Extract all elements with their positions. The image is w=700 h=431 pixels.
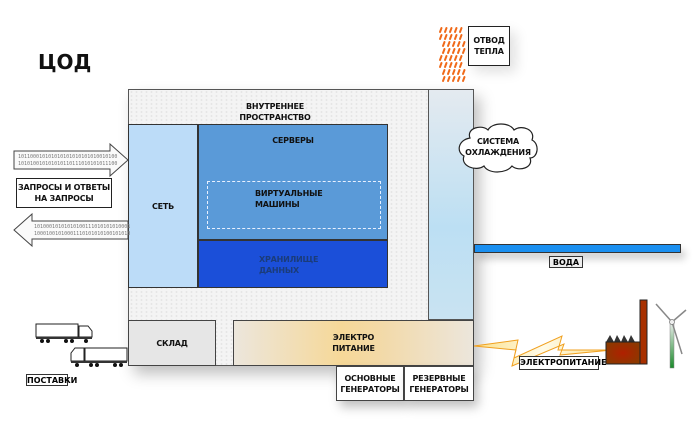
heat-dash: [457, 48, 461, 54]
cooling-cloud-icon: [458, 123, 538, 173]
heat-dash: [449, 62, 453, 68]
heat-dash: [447, 48, 451, 54]
main-generators-line1: ОСНОВНЫЕ: [344, 373, 396, 383]
main-generators-line2: ГЕНЕРАТОРЫ: [340, 384, 400, 394]
heat-dash: [444, 62, 448, 68]
heat-dash: [447, 41, 451, 47]
network-block[interactable]: СЕТЬ: [128, 124, 198, 288]
inner-space-line1: ВНУТРЕННЕЕ: [245, 102, 305, 111]
binary-out-row2: 100010010100011101010101001010100: [34, 231, 130, 237]
heat-dash: [442, 69, 446, 75]
power-plant-icon: [605, 299, 648, 365]
heat-dash: [444, 34, 448, 40]
heat-dash: [454, 34, 458, 40]
wind-turbine-icon: [655, 303, 687, 369]
backup-generators-block[interactable]: РЕЗЕРВНЫЕ ГЕНЕРАТОРЫ: [404, 366, 474, 401]
power-block[interactable]: ЭЛЕКТРО ПИТАНИЕ: [233, 320, 474, 366]
backup-generators-line1: РЕЗЕРВНЫЕ: [412, 373, 466, 383]
cooling-line1: СИСТЕМА: [476, 137, 520, 146]
vm-line2: МАШИНЫ: [255, 200, 300, 209]
heat-dash: [457, 76, 461, 82]
heat-dash: [452, 69, 456, 75]
main-generators-block[interactable]: ОСНОВНЫЕ ГЕНЕРАТОРЫ: [336, 366, 404, 401]
cooling-column: [428, 89, 474, 320]
requests-line2: НА ЗАПРОСЫ: [34, 194, 94, 203]
heat-dash: [454, 62, 458, 68]
servers-label: СЕРВЕРЫ: [272, 136, 314, 145]
servers-block[interactable]: СЕРВЕРЫ: [198, 124, 388, 240]
warehouse-label: СКЛАД: [156, 338, 188, 348]
heat-dash: [452, 48, 456, 54]
heat-dash: [459, 27, 463, 33]
storage-block[interactable]: ХРАНИЛИЩЕ ДАННЫХ: [198, 240, 388, 288]
power-line2: ПИТАНИЕ: [332, 344, 375, 353]
binary-in-row1: 101100010101010101010101010010100: [18, 154, 117, 160]
external-power-label: ЭЛЕКТРОПИТАНИЕ: [519, 356, 607, 370]
heat-dash: [447, 76, 451, 82]
heat-dash: [449, 34, 453, 40]
heat-dash: [447, 69, 451, 75]
deliveries-label: ПОСТАВКИ: [26, 374, 78, 386]
heat-dash: [462, 76, 466, 82]
heat-dash: [449, 55, 453, 61]
heat-dash: [439, 27, 443, 33]
truck-1-icon: [35, 323, 93, 343]
heat-dash: [462, 69, 466, 75]
heat-dash: [444, 55, 448, 61]
cooling-label: СИСТЕМА ОХЛАЖДЕНИЯ: [460, 136, 536, 158]
heat-dash: [442, 48, 446, 54]
heat-dash: [452, 76, 456, 82]
heat-removal-label: ОТВОД ТЕПЛА: [468, 26, 510, 66]
incoming-requests-arrow: 101100010101010101010101010010100 101010…: [13, 142, 129, 178]
heat-dash: [457, 41, 461, 47]
heat-dash: [439, 55, 443, 61]
heat-dash: [454, 55, 458, 61]
heat-dash: [452, 41, 456, 47]
heat-dash: [439, 62, 443, 68]
water-pipe: [474, 244, 681, 253]
warehouse-block[interactable]: СКЛАД: [128, 320, 216, 366]
network-label: СЕТЬ: [151, 201, 175, 211]
heat-dash: [454, 27, 458, 33]
heat-dash: [459, 34, 463, 40]
heat-dash: [449, 27, 453, 33]
water-label: ВОДА: [549, 256, 583, 268]
heat-dash: [442, 41, 446, 47]
heat-dash: [462, 41, 466, 47]
heat-removal-line2: ТЕПЛА: [474, 47, 504, 56]
heat-dash: [462, 48, 466, 54]
cooling-line2: ОХЛАЖДЕНИЯ: [465, 148, 531, 157]
delivery-trucks-icon: [35, 323, 128, 367]
inner-space-label: ВНУТРЕННЕЕ ПРОСТРАНСТВО: [210, 101, 340, 123]
binary-in-row2: 101010010101010110111010101011100: [18, 161, 117, 167]
truck-2-icon: [70, 347, 128, 367]
backup-generators-line2: ГЕНЕРАТОРЫ: [409, 384, 469, 394]
heat-dash: [459, 55, 463, 61]
heat-dash: [457, 69, 461, 75]
binary-out-row1: 101000101010101001110101010100010: [34, 224, 130, 230]
vm-line1: ВИРТУАЛЬНЫЕ: [255, 189, 323, 198]
heat-removal-line1: ОТВОД: [473, 36, 505, 45]
virtual-machines-block[interactable]: ВИРТУАЛЬНЫЕ МАШИНЫ: [207, 181, 381, 229]
heat-dash: [444, 27, 448, 33]
storage-line2: ДАННЫХ: [259, 266, 299, 275]
storage-line1: ХРАНИЛИЩЕ: [259, 255, 319, 264]
heat-dash: [459, 62, 463, 68]
outgoing-responses-arrow: 101000101010101001110101010100010 100010…: [13, 212, 130, 248]
inner-space-line2: ПРОСТРАНСТВО: [239, 113, 311, 122]
heat-dash: [439, 34, 443, 40]
requests-line1: ЗАПРОСЫ И ОТВЕТЫ: [17, 183, 111, 192]
requests-label: ЗАПРОСЫ И ОТВЕТЫ НА ЗАПРОСЫ: [16, 178, 112, 208]
power-line1: ЭЛЕКТРО: [332, 333, 375, 342]
heat-dash: [442, 76, 446, 82]
heat-waves-icon: [439, 27, 466, 82]
page-title: ЦОД: [38, 50, 92, 74]
